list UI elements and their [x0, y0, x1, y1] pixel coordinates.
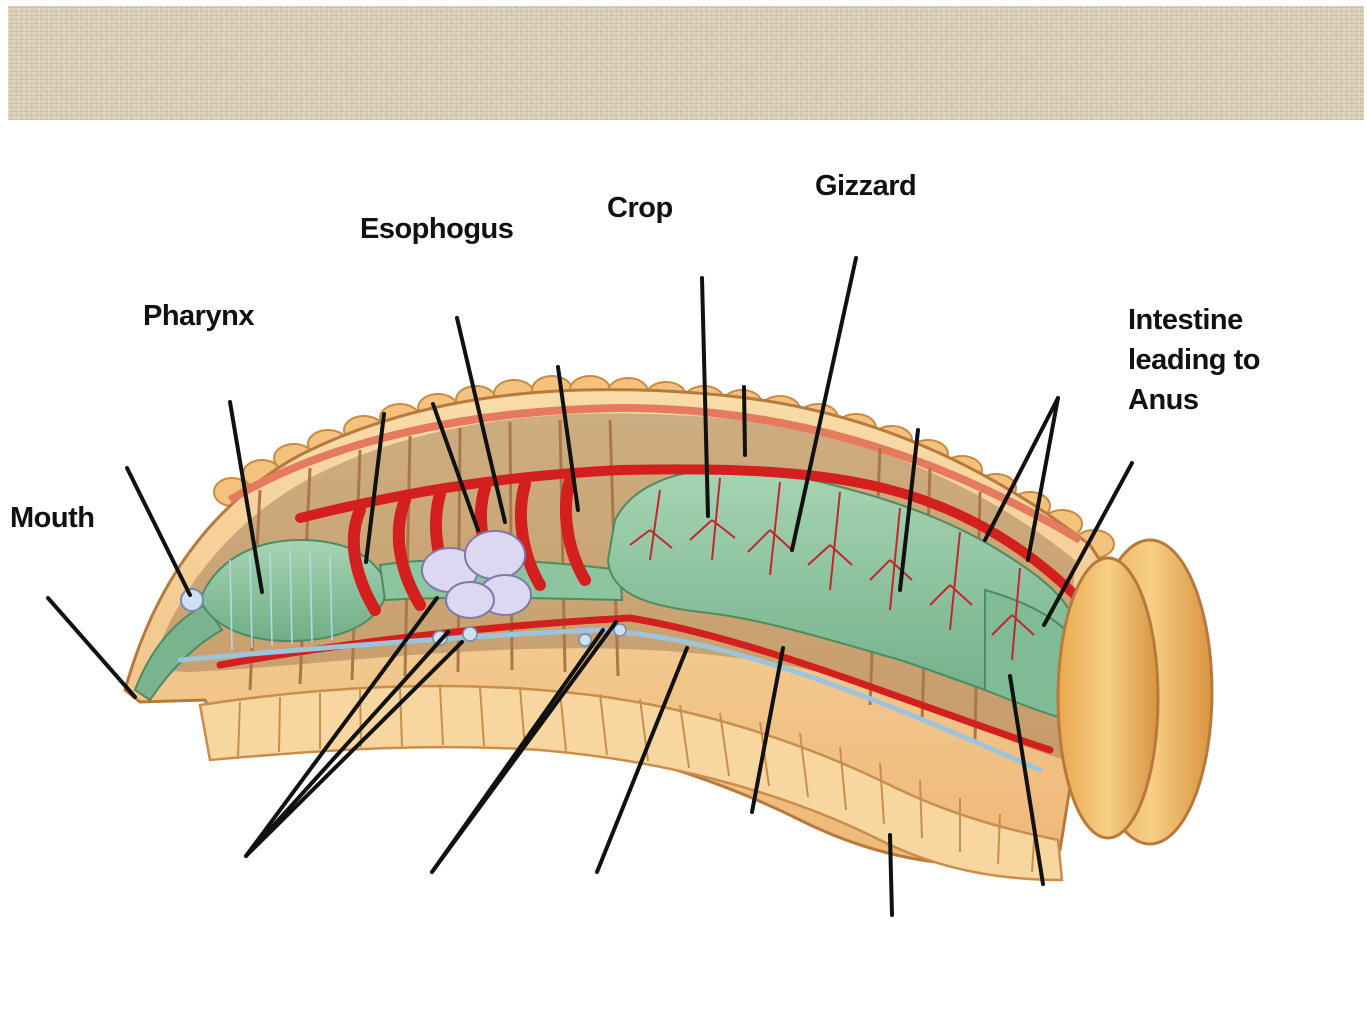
cerebral-ganglion	[181, 589, 203, 611]
label-intestine-leading-to-anus: Intestine leading to Anus	[1128, 300, 1348, 420]
rear-end-inner-ring	[1058, 558, 1158, 838]
label-mouth: Mouth	[10, 498, 94, 538]
label-crop: Crop	[607, 188, 673, 228]
label-esophagus: Esophogus	[360, 209, 513, 249]
label-gizzard: Gizzard	[815, 166, 916, 206]
label-intestine-line-3: Anus	[1128, 380, 1348, 420]
label-intestine-line-2: leading to	[1128, 340, 1348, 380]
label-intestine-line-1: Intestine	[1128, 300, 1348, 340]
label-pharynx: Pharynx	[143, 296, 254, 336]
